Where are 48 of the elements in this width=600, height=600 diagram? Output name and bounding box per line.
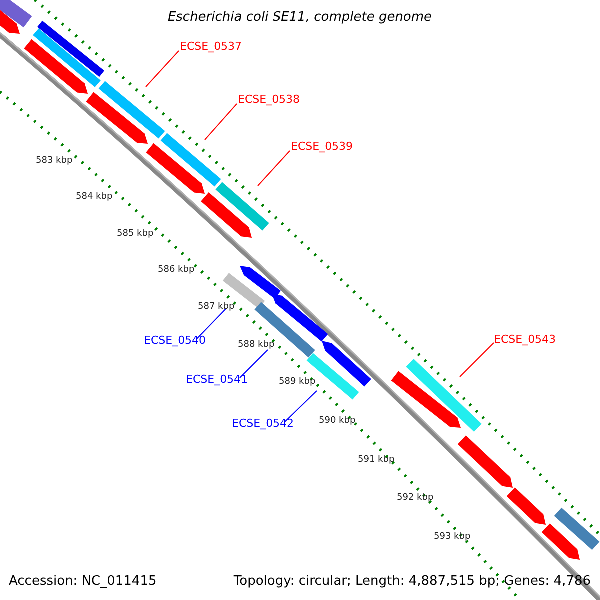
leader-line (284, 390, 318, 422)
position-label: 585 kbp (117, 230, 154, 239)
gene-bar (554, 508, 600, 550)
leader-line (240, 350, 268, 378)
gene-bar (160, 133, 222, 187)
gene-block (322, 341, 372, 387)
position-label: 584 kbp (76, 193, 113, 202)
gene-block (391, 371, 461, 428)
position-label: 588 kbp (238, 341, 275, 350)
position-label: 590 kbp (319, 417, 356, 426)
gene-bar (33, 28, 101, 88)
position-label: 583 kbp (36, 157, 73, 166)
position-label: 586 kbp (158, 266, 195, 275)
gene-block (146, 143, 205, 194)
leader-line (196, 308, 226, 340)
gene-block (458, 436, 513, 488)
position-label: 591 kbp (358, 456, 395, 465)
position-label: 589 kbp (279, 378, 316, 387)
gene-label: ECSE_0537 (180, 41, 242, 52)
title: Escherichia coli SE11, complete genome (166, 11, 434, 24)
leader-line (204, 104, 238, 140)
position-label: 593 kbp (434, 533, 471, 542)
gene-bar (0, 0, 32, 28)
gene-label: ECSE_0543 (494, 334, 556, 345)
position-label: 592 kbp (397, 494, 434, 503)
gene-block (240, 266, 281, 299)
position-label: 587 kbp (198, 303, 235, 312)
gene-block (24, 39, 88, 94)
gene-bar (216, 182, 270, 231)
info-text: Accession: NC_011415 (9, 575, 157, 588)
gene-label: ECSE_0541 (186, 374, 248, 385)
gene-label: ECSE_0542 (232, 418, 294, 429)
info-text: Topology: circular; Length: 4,887,515 bp; Genes: 4,786 (234, 575, 591, 588)
leader-line (146, 50, 180, 88)
gene-block (201, 192, 252, 238)
leader-line (258, 150, 290, 186)
gene-block (272, 294, 328, 342)
leader-line (460, 342, 494, 378)
gene-label: ECSE_0538 (238, 94, 300, 105)
gene-block (86, 92, 148, 144)
gene-bar (406, 359, 482, 432)
gene-label: ECSE_0539 (291, 141, 354, 152)
gene-bar (98, 81, 166, 139)
gene-bar (38, 20, 104, 78)
gene-block (542, 524, 580, 560)
gene-block (506, 488, 546, 525)
gene-label: ECSE_0540 (144, 335, 206, 346)
gene-bar (254, 302, 316, 358)
